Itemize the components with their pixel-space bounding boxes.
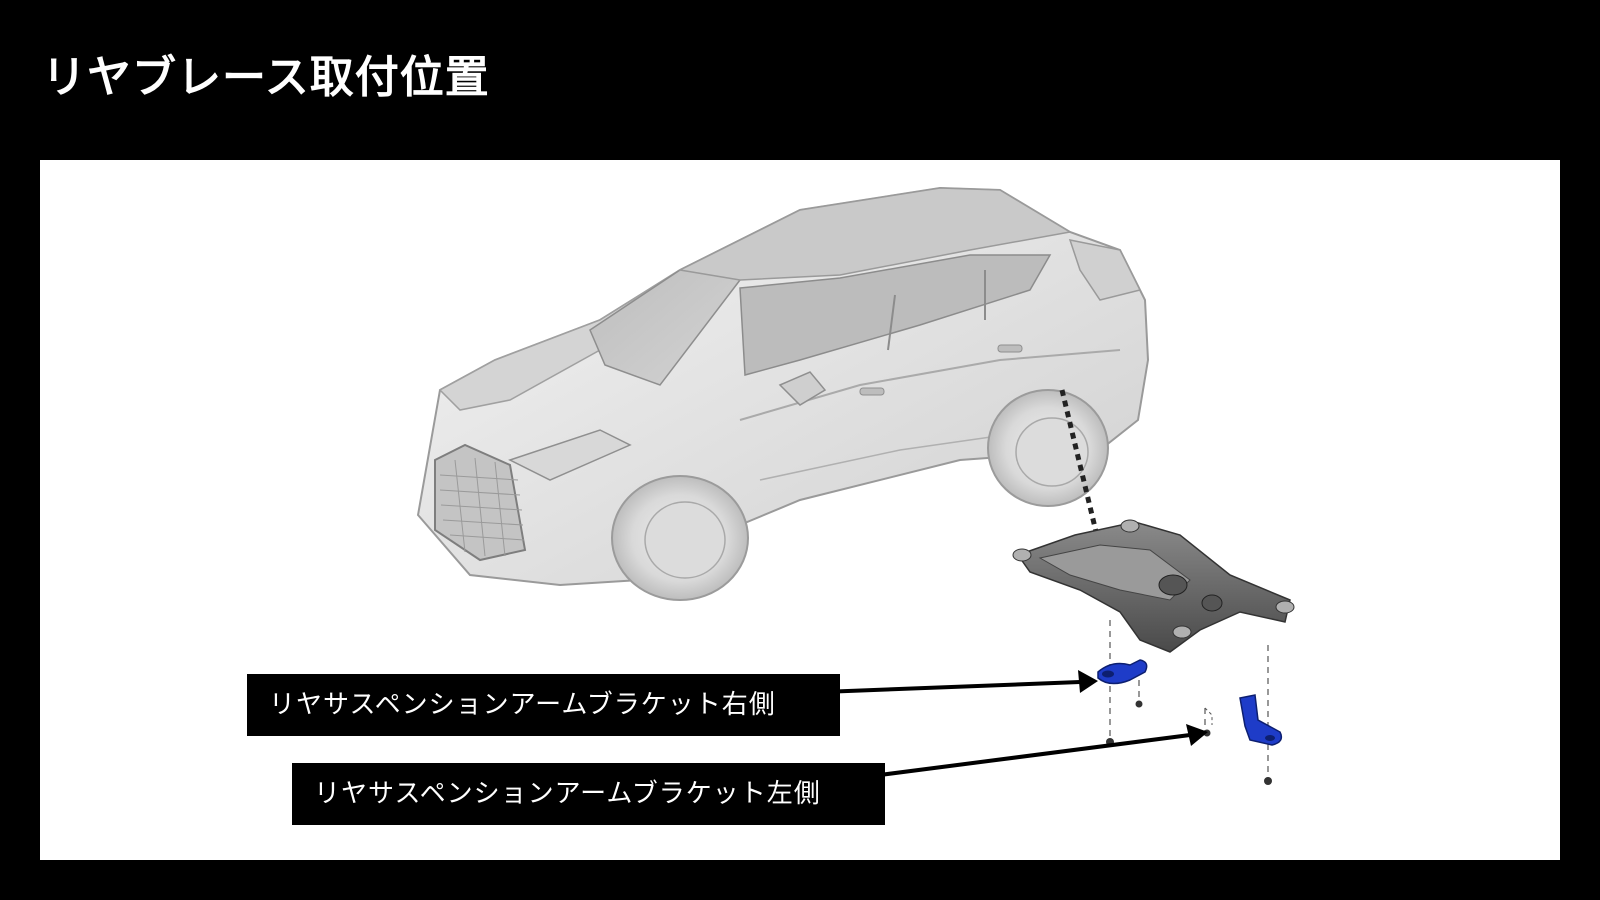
right-bracket-part: [1097, 659, 1148, 746]
left-bracket-part: [1203, 694, 1283, 785]
left-bracket-label: リヤサスペンションアームブラケット左側: [292, 763, 885, 825]
diagram-panel: リヤサスペンションアームブラケット右側 リヤサスペンションアームブラケット左側: [40, 160, 1560, 860]
installation-diagram: [416, 186, 1295, 785]
vehicle-illustration: [416, 186, 1150, 601]
callout-arrows: [795, 670, 1208, 782]
right-bracket-label: リヤサスペンションアームブラケット右側: [247, 674, 840, 736]
arrow-right-bracket: [1078, 670, 1098, 693]
arrow-left-bracket: [1186, 724, 1208, 746]
page-title: リヤブレース取付位置: [42, 52, 490, 103]
rear-subframe: [1012, 519, 1295, 653]
leader-dotted-line: [1059, 389, 1101, 541]
